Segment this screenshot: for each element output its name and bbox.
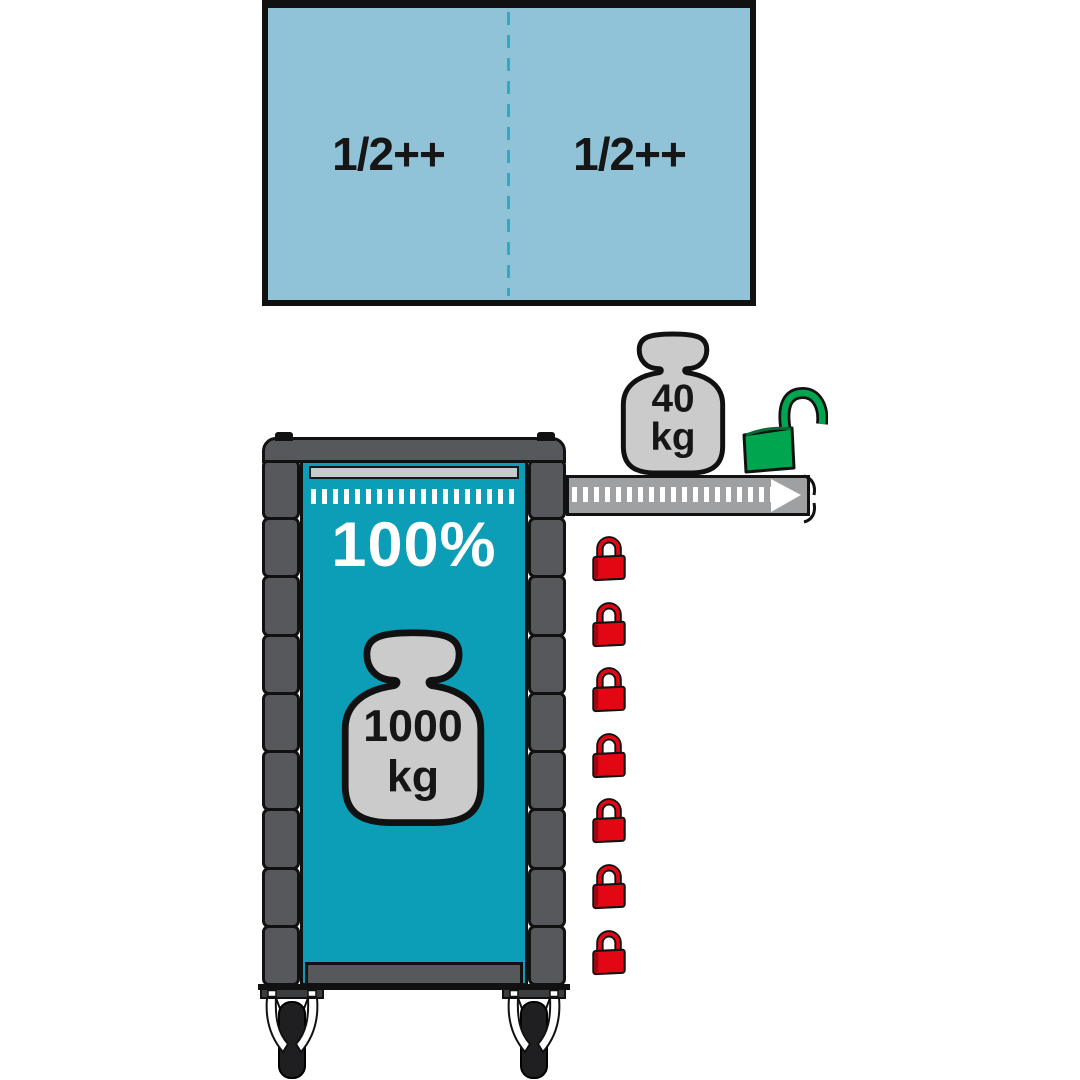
trolley-left-bumper-rail: [262, 459, 300, 986]
drawer-half-right: 1/2++: [509, 8, 750, 300]
extended-drawer-rail: [566, 474, 816, 524]
drawer-weight-value: 40: [651, 377, 694, 420]
closed-padlock-icon: [592, 864, 626, 910]
bumper-segment: [528, 633, 566, 695]
closed-padlock-icon: [592, 536, 626, 582]
bumper-segment: [528, 808, 566, 870]
closed-padlock-icon: [592, 667, 626, 713]
drawer-top-view-panel: 1/2++ 1/2++: [262, 0, 756, 306]
bumper-segment: [528, 575, 566, 637]
bumper-segment: [528, 517, 566, 579]
trolley-top-cap: [262, 432, 566, 463]
center-dashed-divider: [507, 12, 510, 296]
trolley-top-tab-right: [537, 432, 555, 441]
bumper-segment: [262, 808, 300, 870]
closed-padlock-icon: [592, 930, 626, 976]
bumper-segment: [262, 866, 300, 928]
bumper-segment: [528, 691, 566, 754]
bumper-segment: [262, 691, 300, 754]
bumper-segment: [528, 866, 566, 928]
bumper-segment: [528, 459, 566, 521]
drawer-half-left: 1/2++: [268, 8, 509, 300]
trolley-right-bumper-rail: [528, 459, 566, 986]
drawer-weight-unit: kg: [650, 416, 695, 459]
bumper-segment: [262, 633, 300, 695]
trolley-weight-unit: kg: [387, 752, 439, 801]
caster-wheel-right-icon: [502, 988, 566, 1079]
trolley-front-panel: 100% 1000 kg: [300, 459, 528, 986]
total-load-weight-icon: 1000 kg: [341, 629, 485, 826]
arrow-right-icon: [771, 479, 801, 512]
trolley-weight-value: 1000: [363, 702, 462, 751]
drawer-load-weight-icon: 40 kg: [620, 331, 726, 476]
bumper-segment: [262, 517, 300, 579]
trolley-handle-bar: [309, 466, 519, 479]
trolley-top-tab-left: [275, 432, 293, 441]
bumper-segment: [528, 924, 566, 986]
top-drawer-hatch-pattern: [311, 489, 517, 504]
closed-padlocks-column: [590, 534, 630, 994]
drawer-half-right-label: 1/2++: [573, 128, 687, 180]
trolley-base-plinth: [305, 962, 523, 986]
closed-padlock-icon: [592, 602, 626, 648]
closed-padlock-icon: [592, 733, 626, 779]
bumper-segment: [528, 750, 566, 812]
bumper-segment: [262, 459, 300, 521]
closed-padlock-icon: [592, 798, 626, 844]
drawer-half-left-label: 1/2++: [332, 128, 446, 180]
drawer-slide-hatch-pattern: [572, 487, 772, 502]
open-padlock-icon: [742, 386, 828, 474]
trolley-base-edge: [258, 984, 570, 990]
bumper-segment: [262, 750, 300, 812]
bumper-segment: [262, 924, 300, 986]
drawer-end-stop-hooks: [803, 474, 816, 524]
capacity-percent-label: 100%: [331, 510, 497, 580]
caster-wheel-left-icon: [260, 988, 324, 1079]
bumper-segment: [262, 575, 300, 637]
